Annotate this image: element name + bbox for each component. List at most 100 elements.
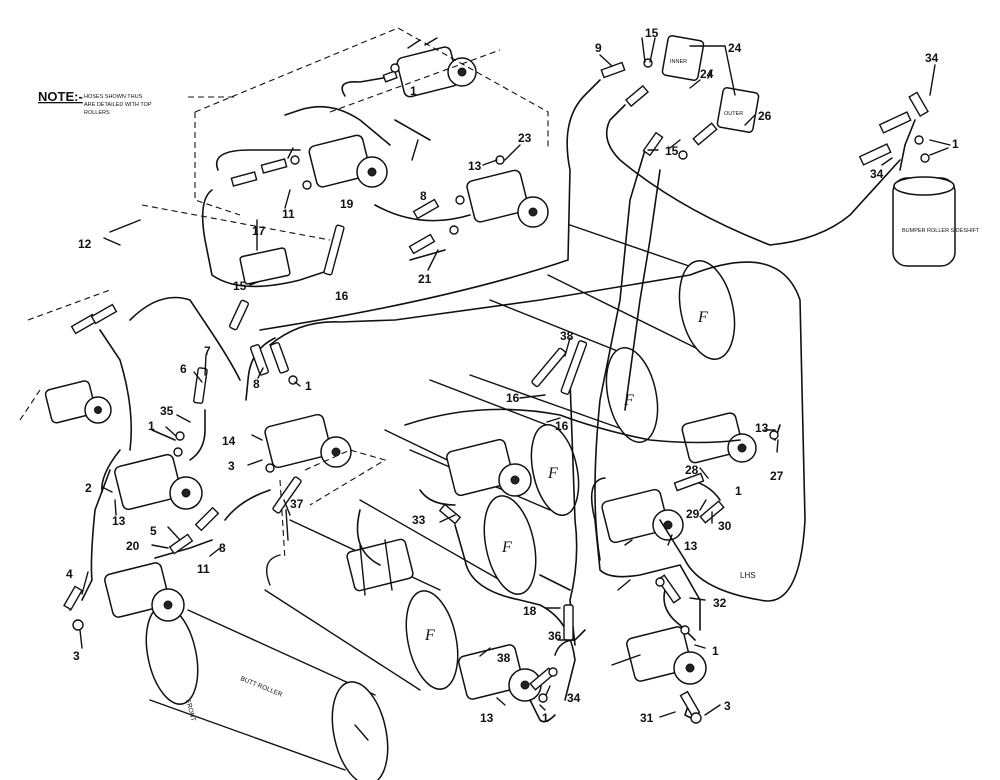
motor-right-mid: [601, 488, 684, 544]
callout-14: 14: [222, 434, 236, 448]
callout-17: 17: [252, 224, 266, 238]
callout-3-a: 3: [228, 459, 235, 473]
callout-1-a: 1: [952, 137, 959, 151]
callout-15-c: 15: [233, 279, 247, 293]
motor-center: [446, 438, 532, 497]
motor-top-center: [396, 37, 477, 98]
inner-block-label: INNER: [670, 59, 687, 65]
callout-1-c: 1: [305, 379, 312, 393]
motor-bottom-right: [626, 626, 707, 685]
fittings: [63, 58, 930, 724]
dashed-outlines: [19, 27, 549, 561]
callout-12: 12: [78, 237, 92, 251]
lower-roller: F: [264, 519, 459, 691]
callout-28: 29: [686, 507, 700, 521]
callout-1-f: 1: [735, 484, 742, 498]
motor-right-upper: [681, 412, 757, 464]
center-roller: F: [409, 379, 580, 516]
callout-1-d: 1: [148, 419, 155, 433]
butt-roller-label: BUTT ROLLER: [239, 675, 283, 698]
note-line-1: HOSES SHOWN THUS: [84, 94, 143, 100]
callout-15-b: 15: [665, 144, 679, 158]
note-block: NOTE:- HOSES SHOWN THUS ARE DETAILED WIT…: [38, 89, 238, 116]
callout-labels: 9 15 24 24 26 15 34 1 34 1 23 13 8 21 19…: [66, 26, 959, 725]
note-heading: NOTE:-: [38, 89, 83, 104]
outer-block-label: OUTER: [724, 111, 743, 117]
callout-34-b: 34: [870, 167, 884, 181]
callout-8-a: 8: [420, 189, 427, 203]
rollers: BUTT ROLLER FRONT F F F F F: [145, 224, 736, 780]
roller-f-label-5: F: [697, 309, 708, 326]
callout-3-c: 3: [724, 699, 731, 713]
callout-16-b: 16: [506, 391, 520, 405]
callout-32: 33: [412, 513, 426, 527]
callout-3-b: 3: [73, 649, 80, 663]
callout-23: 24: [728, 41, 742, 55]
leaders: [79, 37, 951, 718]
callout-13-e: 13: [684, 539, 698, 553]
note-line-2: ARE DETAILED WITH TOP: [84, 102, 152, 108]
top-roller: F: [547, 224, 736, 360]
callout-34-a: 34: [925, 51, 939, 65]
callout-30: 31: [640, 711, 654, 725]
upper-right-roller: F: [469, 299, 659, 443]
callout-27: 28: [685, 463, 699, 477]
motor-left-lower: [114, 453, 203, 511]
motor-upper-left: [308, 134, 388, 188]
motor-under-roller: [346, 538, 414, 596]
roller-f-label-1: F: [424, 627, 435, 644]
motor-upper-mid: [466, 169, 549, 228]
callout-4: 4: [66, 567, 73, 581]
callout-24-b: 26: [758, 109, 772, 123]
callout-20: 20: [126, 539, 140, 553]
roller-f-label-2: F: [501, 539, 512, 556]
callout-11-b: 11: [197, 562, 210, 576]
callout-36: 37: [290, 497, 304, 511]
callout-13-d: 13: [755, 421, 769, 435]
callout-26: 27: [770, 469, 784, 483]
callout-35: 38: [497, 651, 511, 665]
callout-1-e: 1: [542, 711, 549, 725]
butt-roller: BUTT ROLLER FRONT: [145, 605, 389, 780]
motor-left: [44, 380, 112, 424]
callout-37: 38: [560, 329, 574, 343]
callout-13-a: 13: [468, 159, 482, 173]
callout-2: 2: [85, 481, 92, 495]
callout-34-d: 36: [548, 629, 562, 643]
bumper-cylinder: BUMPER ROLLER SIDESHIFT: [892, 176, 980, 267]
outer-block: OUTER: [716, 87, 760, 133]
motor-bottom-left: [104, 562, 185, 622]
callout-19: 19: [340, 197, 354, 211]
callout-11-a: 11: [282, 207, 295, 221]
callout-16-a: 16: [335, 289, 349, 303]
callout-6: 6: [180, 362, 187, 376]
motor-mid-left: [264, 413, 352, 469]
motor-bottom-center: [458, 644, 542, 702]
note-line-3: ROLLERS: [84, 110, 110, 116]
bumper-label: BUMPER ROLLER SIDESHIFT: [902, 228, 980, 234]
callout-9: 9: [595, 41, 602, 55]
callout-13-b: 13: [112, 514, 126, 528]
callout-8-b: 8: [253, 377, 260, 391]
callout-13-c: 13: [480, 711, 494, 725]
callout-5: 5: [150, 524, 157, 538]
callout-15-a: 15: [645, 26, 659, 40]
roller-f-label-3: F: [547, 465, 558, 482]
callout-29: 30: [718, 519, 732, 533]
junction-box: [239, 247, 291, 285]
callout-18: 18: [523, 604, 537, 618]
callout-34-c: 35: [160, 404, 174, 418]
callout-24-a: 24: [700, 67, 714, 81]
hoses: [69, 75, 916, 723]
callout-21: 21: [418, 272, 432, 286]
callout-8-c: 8: [219, 541, 226, 555]
inner-block: INNER: [661, 35, 705, 81]
callout-16-c: 16: [555, 419, 569, 433]
callout-1-g: 1: [712, 644, 719, 658]
callout-22: 23: [518, 131, 532, 145]
motors: BUMPER ROLLER SIDESHIFT INNER OUTER: [44, 35, 980, 702]
callout-31: 32: [713, 596, 727, 610]
lhs-label: LHS: [740, 571, 756, 580]
callout-7: 7: [204, 344, 211, 358]
